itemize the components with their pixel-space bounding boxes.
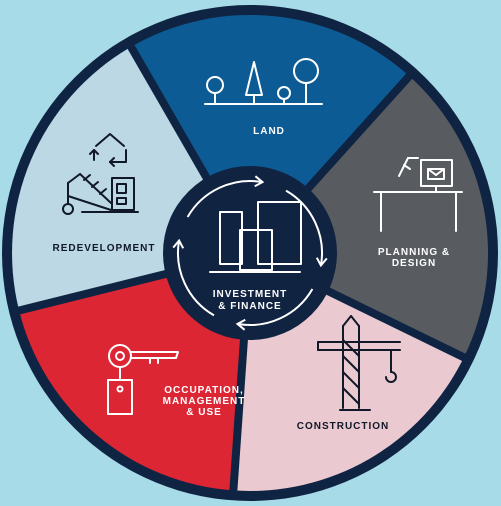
center-label-line1: INVESTMENT xyxy=(213,289,287,300)
occupation-label-line1: OCCUPATION, xyxy=(164,385,244,396)
buildings-icon xyxy=(209,201,302,273)
trees-icon xyxy=(204,58,323,105)
occupation-label-line2: MANAGEMENT xyxy=(163,396,246,407)
cycle-arrowhead xyxy=(315,257,328,268)
planning-label-line2: DESIGN xyxy=(392,258,436,269)
center-circle xyxy=(163,166,337,340)
cycle-arrowhead xyxy=(235,318,246,331)
cycle-arrowhead xyxy=(172,238,185,249)
cycle-arrow-arc xyxy=(237,288,314,326)
land-label: LAND xyxy=(253,126,285,137)
segment-planning-design xyxy=(250,76,489,358)
occupation-label-line3: & USE xyxy=(186,407,222,418)
cycle-arrows-icon xyxy=(172,175,328,331)
cycle-arrowhead xyxy=(254,175,265,188)
construction-label: CONSTRUCTION xyxy=(297,421,390,432)
key-tag-icon xyxy=(107,344,179,415)
redevelopment-label: REDEVELOPMENT xyxy=(52,243,155,254)
segment-land xyxy=(131,14,410,254)
cycle-arrow-arc xyxy=(177,240,215,317)
tower-crane-icon xyxy=(317,315,401,411)
center-label-line2: & FINANCE xyxy=(218,301,281,312)
desk-computer-icon xyxy=(373,157,463,232)
cycle-arrow-arc xyxy=(285,189,323,266)
cycle-arrow-arc xyxy=(186,180,263,218)
demolition-recycle-icon xyxy=(62,133,139,215)
planning-label-line1: PLANNING & xyxy=(378,247,450,258)
